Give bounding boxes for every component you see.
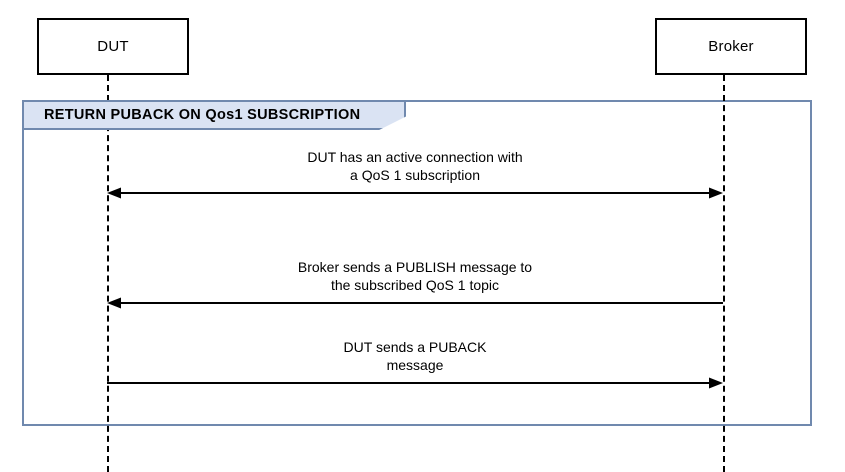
message-2-arrow xyxy=(107,297,723,309)
fragment-label-text: RETURN PUBACK ON Qos1 SUBSCRIPTION xyxy=(44,107,361,123)
participant-box-broker[interactable]: Broker xyxy=(655,18,807,75)
fragment-label-tab[interactable]: RETURN PUBACK ON Qos1 SUBSCRIPTION xyxy=(22,100,406,130)
message-1-arrow xyxy=(107,187,723,199)
message-2-label: Broker sends a PUBLISH message to the su… xyxy=(297,259,533,293)
participant-box-dut[interactable]: DUT xyxy=(37,18,189,75)
lifeline-dut xyxy=(107,75,109,472)
lifeline-broker xyxy=(723,75,725,472)
participant-label-broker: Broker xyxy=(708,38,754,55)
message-1-label: DUT has an active connection with a QoS … xyxy=(307,149,523,183)
message-3-arrow xyxy=(107,377,723,389)
fragment-frame xyxy=(22,100,812,426)
message-3-label: DUT sends a PUBACK message xyxy=(343,339,487,373)
participant-label-dut: DUT xyxy=(97,38,129,55)
